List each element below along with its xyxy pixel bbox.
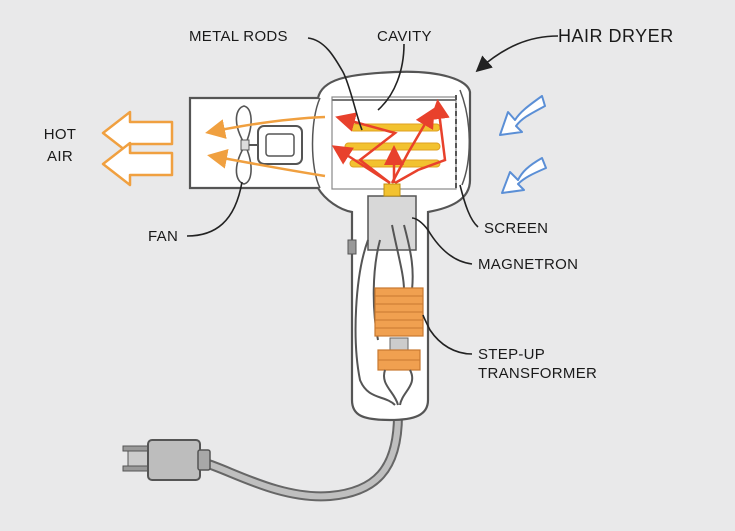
- leader-metal-rods: [307, 37, 363, 131]
- leader-cavity: [377, 43, 405, 111]
- diagram-title: HAIR DRYER: [558, 26, 674, 46]
- leader-hair-dryer: [475, 35, 559, 73]
- label-air: AIR: [47, 148, 73, 165]
- label-metal-rods: METAL RODS: [189, 28, 288, 45]
- label-transformer: TRANSFORMER: [478, 365, 598, 382]
- step-up-transformer: [374, 287, 424, 371]
- leader-magnetron: [411, 217, 473, 265]
- leader-transformer: [422, 314, 473, 355]
- airflow-arrow-icon: [101, 110, 174, 187]
- label-step-up: STEP-UP: [478, 346, 546, 363]
- plug-icon: [122, 439, 211, 481]
- leader-fan: [186, 181, 243, 237]
- internal-airflow: [205, 115, 326, 178]
- label-cavity: CAVITY: [377, 28, 432, 45]
- microwave-arrow-icon: [331, 99, 450, 185]
- label-fan: FAN: [148, 228, 179, 245]
- intake-air-arrows: [499, 95, 547, 194]
- label-hot: HOT: [43, 126, 77, 143]
- fan-icon: [235, 105, 303, 185]
- label-magnetron: MAGNETRON: [478, 256, 579, 273]
- label-screen: SCREEN: [484, 220, 549, 237]
- leader-screen: [459, 184, 479, 228]
